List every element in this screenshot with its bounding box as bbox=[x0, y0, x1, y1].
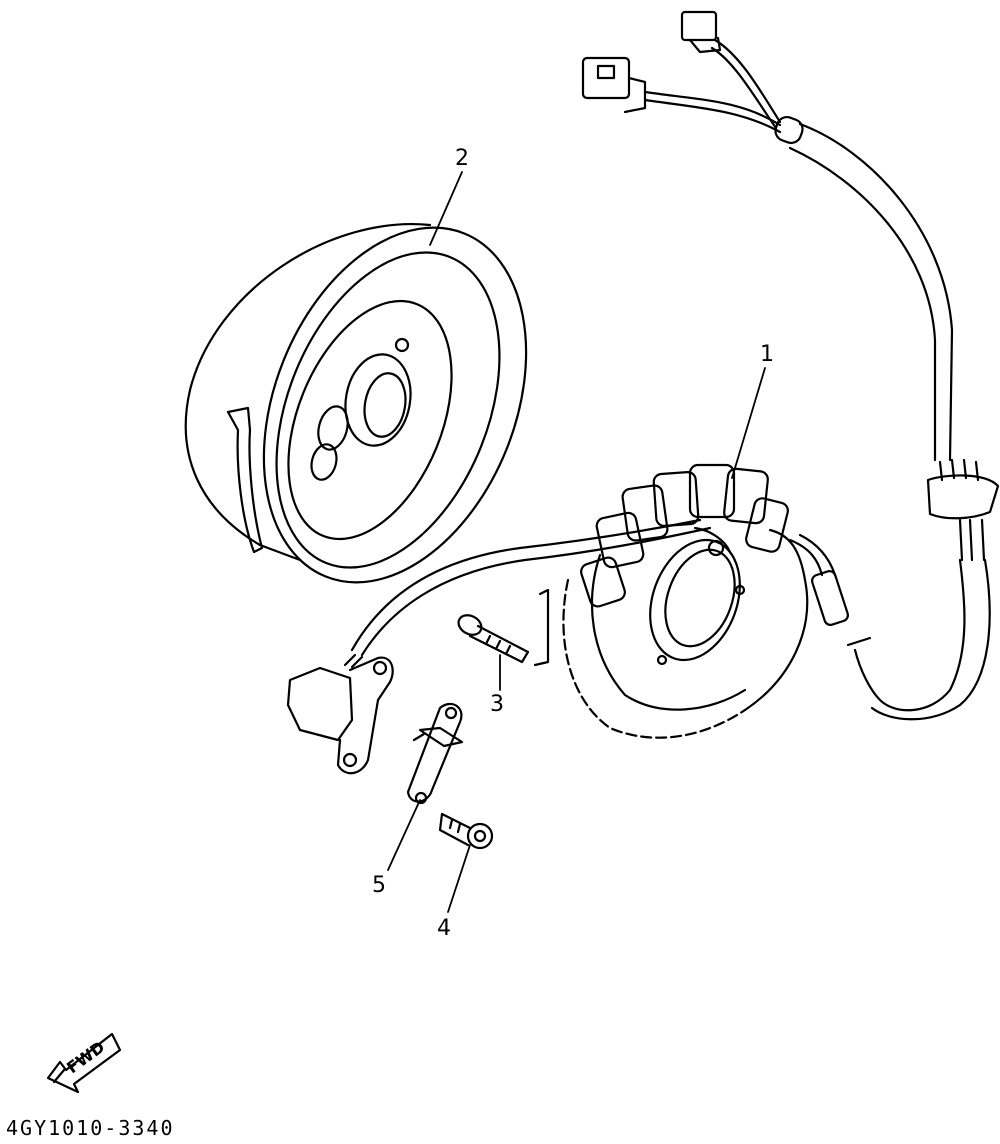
fwd-arrow-icon: FWD bbox=[46, 1032, 122, 1094]
leader-lines bbox=[387, 171, 766, 913]
stator-assembly bbox=[533, 463, 849, 739]
screw-part-4 bbox=[438, 812, 494, 850]
callout-5: 5 bbox=[372, 873, 386, 898]
screw-part-3 bbox=[457, 614, 530, 664]
pickup-coil bbox=[286, 518, 732, 775]
diagram-part-number: 4GY1010-3340 bbox=[6, 1116, 175, 1140]
retainer-plate-part-5 bbox=[406, 702, 464, 805]
callout-1: 1 bbox=[760, 342, 774, 367]
callout-2: 2 bbox=[455, 146, 469, 171]
rotor-flywheel bbox=[184, 223, 528, 584]
wire-harness bbox=[581, 10, 1000, 721]
callout-4: 4 bbox=[437, 916, 451, 941]
callout-3: 3 bbox=[490, 692, 504, 717]
